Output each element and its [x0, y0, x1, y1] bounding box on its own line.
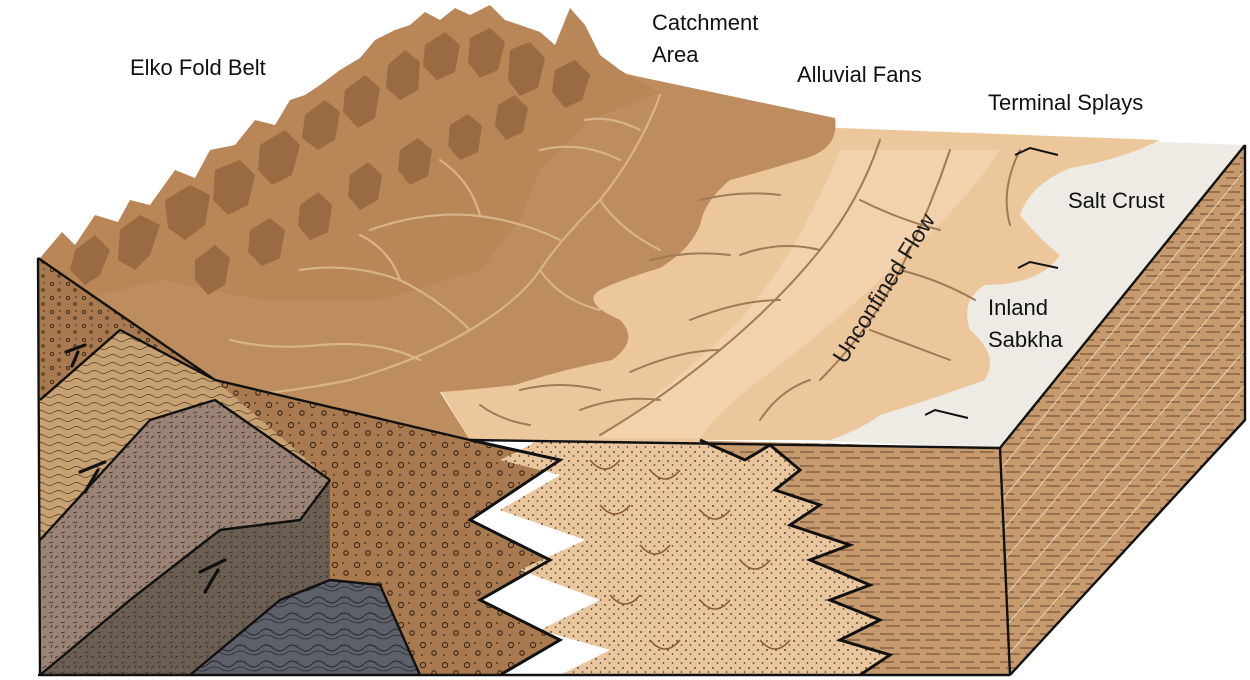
label-salt-crust: Salt Crust	[1068, 188, 1165, 213]
label-inland-line1: Inland	[988, 295, 1048, 320]
label-catchment-line1: Catchment	[652, 10, 758, 35]
label-terminal-splays: Terminal Splays	[988, 90, 1143, 115]
label-elko-fold-belt: Elko Fold Belt	[130, 55, 266, 80]
label-inland-line2: Sabkha	[988, 327, 1063, 352]
label-catchment-line2: Area	[652, 42, 699, 67]
label-alluvial-fans: Alluvial Fans	[797, 62, 922, 87]
